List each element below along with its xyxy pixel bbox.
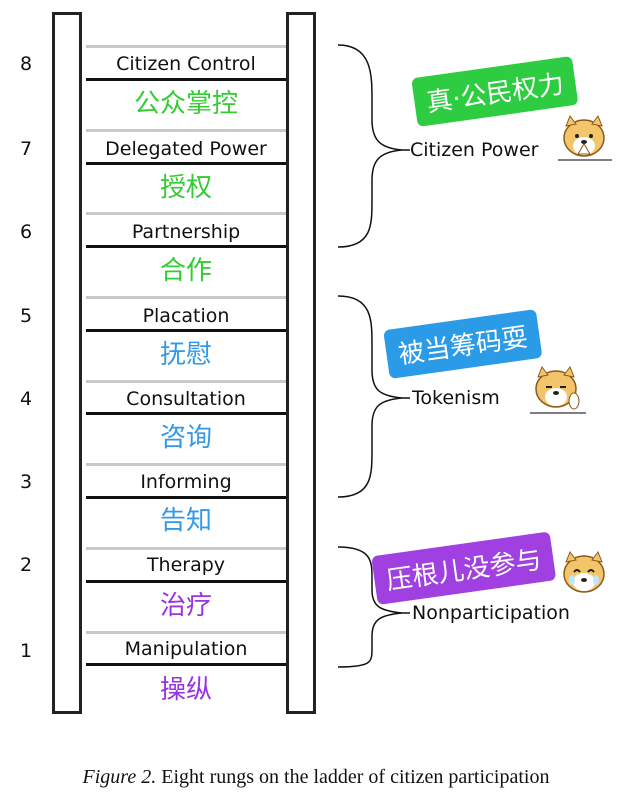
rung-top-line <box>86 129 286 132</box>
rung-step-line <box>86 663 286 666</box>
rung-label-zh: 咨询 <box>159 423 212 453</box>
rung-label-en: Delegated Power <box>105 138 267 160</box>
brace-tokenism <box>337 295 403 498</box>
rung-number: 8 <box>19 53 33 75</box>
rung-step-line <box>86 245 286 248</box>
rung-top-line <box>86 212 286 215</box>
rung-label-zh: 操纵 <box>159 675 212 705</box>
rung-label-zh: 授权 <box>159 173 212 203</box>
rung-label-en: Informing <box>140 471 232 493</box>
rung-step-line <box>86 580 286 583</box>
ladder-right-rail <box>286 12 316 714</box>
rung-step-line <box>86 329 286 332</box>
rung-label-en: Manipulation <box>124 638 248 660</box>
brace-nonparticipation <box>337 546 403 668</box>
rung-number: 7 <box>19 138 33 160</box>
rung-number: 2 <box>19 554 33 576</box>
rung-top-line <box>86 380 286 383</box>
group-label-tokenism: Tokenism <box>412 387 500 409</box>
rung-label-en: Partnership <box>131 221 241 243</box>
rung-label-zh: 抚慰 <box>159 340 212 370</box>
rung-label-zh: 告知 <box>159 506 212 536</box>
rung-number: 3 <box>19 471 33 493</box>
figure-caption-prefix: Figure 2. <box>82 766 157 788</box>
rung-number: 6 <box>19 221 33 243</box>
rung-step-line <box>86 78 286 81</box>
figure-caption: Figure 2. Eight rungs on the ladder of c… <box>0 766 632 789</box>
group-label-nonparticipation: Nonparticipation <box>412 602 570 624</box>
rung-step-line <box>86 496 286 499</box>
rung-number: 1 <box>19 640 33 662</box>
rung-top-line <box>86 631 286 634</box>
rung-label-en: Consultation <box>126 388 246 410</box>
rung-label-en: Citizen Control <box>116 53 256 75</box>
dog-praying-icon <box>558 114 612 161</box>
brace-citizen-power <box>337 44 403 248</box>
figure-caption-text: Eight rungs on the ladder of citizen par… <box>156 766 550 788</box>
rung-step-line <box>86 412 286 415</box>
rung-label-en: Therapy <box>146 554 226 576</box>
rung-label-zh: 合作 <box>159 256 212 286</box>
rung-top-line <box>86 547 286 550</box>
rung-label-zh: 治疗 <box>159 591 212 621</box>
rung-top-line <box>86 45 286 48</box>
dog-sideeye-icon <box>530 365 586 414</box>
dog-crying-icon <box>563 550 605 593</box>
rung-top-line <box>86 463 286 466</box>
rung-label-zh: 公众掌控 <box>133 89 238 119</box>
rung-number: 4 <box>19 388 33 410</box>
rung-number: 5 <box>19 305 33 327</box>
rung-label-en: Placation <box>142 305 230 327</box>
ladder-left-rail <box>52 12 82 714</box>
rung-top-line <box>86 296 286 299</box>
group-label-citizen-power: Citizen Power <box>410 139 539 161</box>
rung-step-line <box>86 162 286 165</box>
